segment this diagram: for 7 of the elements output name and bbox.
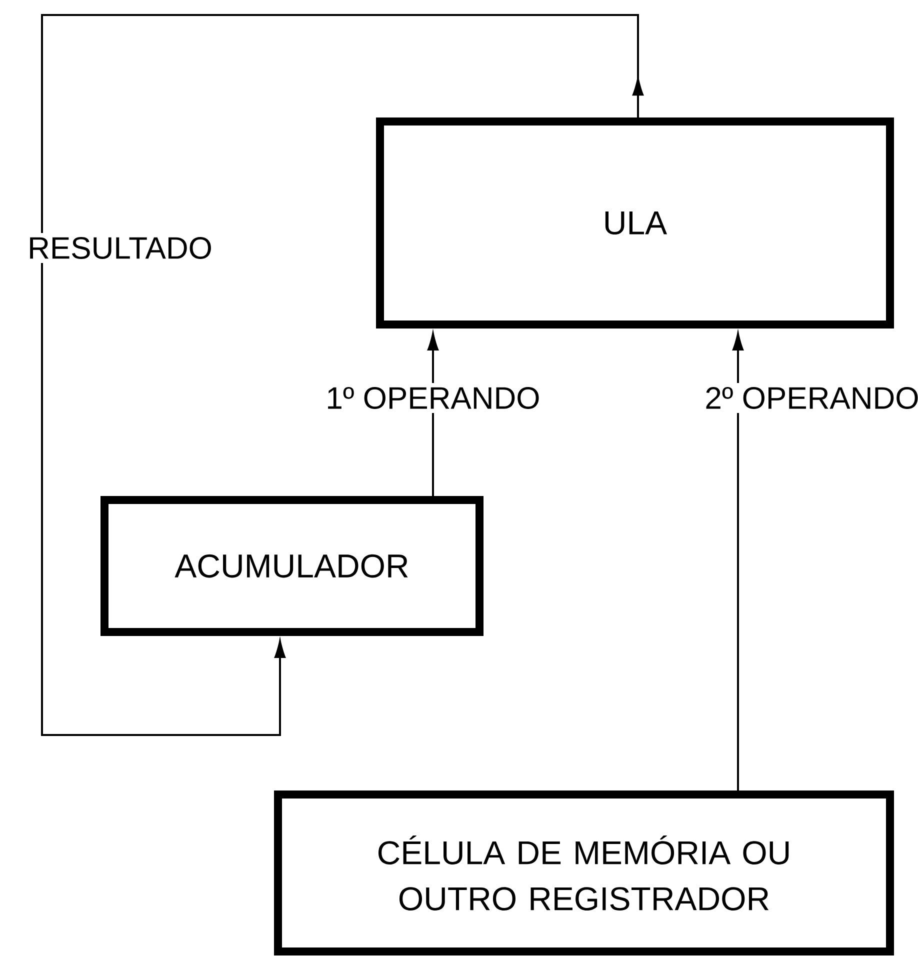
arrow	[41, 14, 644, 736]
process-box: ACUMULADOR	[100, 496, 484, 636]
edge-label: 1º OPERANDO	[322, 383, 544, 413]
process-box: CÉLULA DE MEMÓRIA OU OUTRO REGISTRADOR	[274, 790, 894, 956]
edge-label: RESULTADO	[24, 233, 216, 263]
process-box: ULA	[376, 118, 894, 328]
edge-label: 2º OPERANDO	[700, 383, 918, 413]
